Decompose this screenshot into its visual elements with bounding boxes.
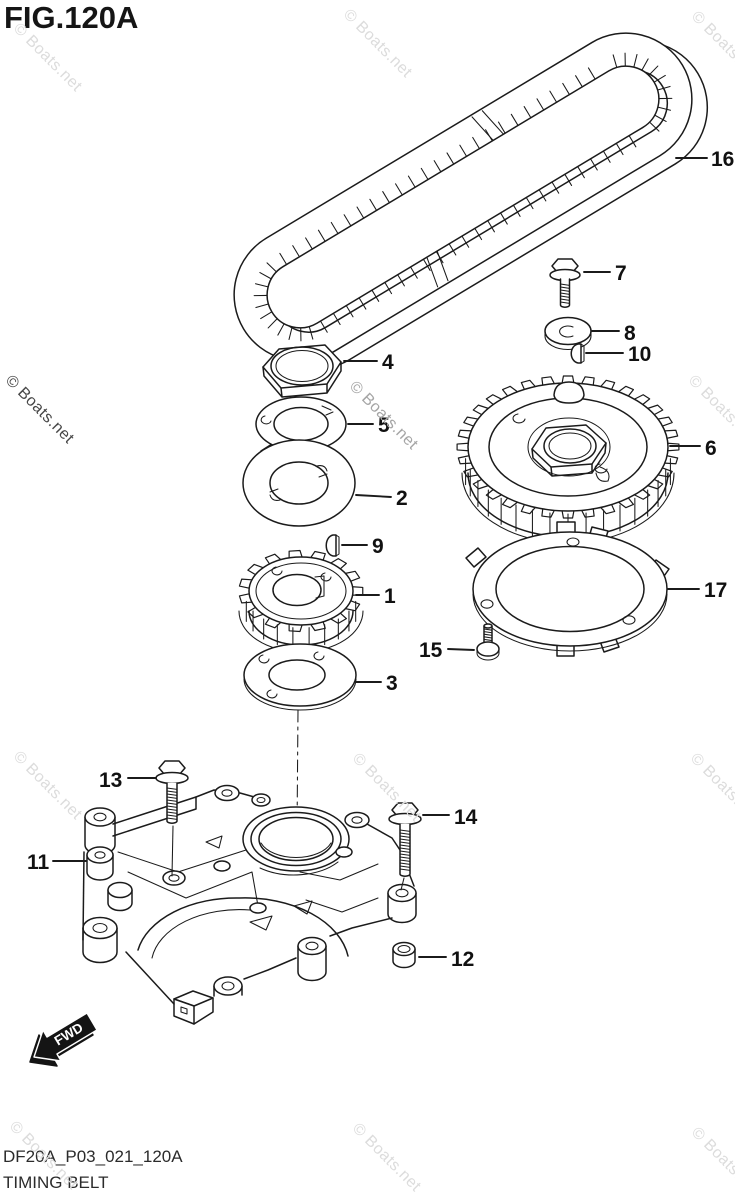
pulley-6-drawing — [456, 375, 680, 544]
pulley-side-lines — [465, 458, 671, 541]
part-label-15: 15 — [419, 639, 443, 662]
part-label-8: 8 — [624, 322, 636, 345]
plate-17-drawing — [465, 521, 670, 657]
part-label-14: 14 — [454, 806, 478, 829]
generated-detail — [399, 829, 411, 871]
key-9-drawing — [325, 534, 340, 557]
bolt-14-drawing — [388, 802, 422, 891]
screw-15-drawing — [476, 623, 500, 661]
generated-detail — [559, 283, 571, 304]
generated-detail — [465, 458, 671, 541]
part-label-17: 17 — [704, 579, 727, 602]
fwd-arrow: FWD — [29, 1012, 98, 1067]
key-10-drawing — [570, 343, 585, 364]
leader-line — [447, 648, 475, 651]
part-label-5: 5 — [378, 414, 390, 437]
bolt-threads — [399, 829, 411, 871]
footer: DF20A_P03_021_120A TIMING BELT — [3, 1144, 183, 1197]
part-label-4: 4 — [382, 351, 394, 374]
housing-11-drawing — [82, 784, 417, 1025]
part-label-10: 10 — [628, 343, 651, 366]
timing-belt-drawing — [233, 32, 709, 370]
part-label-7: 7 — [615, 262, 627, 285]
leader-line — [355, 494, 392, 498]
drawing-code: DF20A_P03_021_120A — [3, 1147, 183, 1166]
generated-detail — [166, 787, 178, 820]
bolt-threads — [166, 787, 178, 820]
sprocket-teeth — [238, 549, 364, 633]
generated-detail — [483, 628, 493, 644]
washer-2-drawing — [242, 439, 356, 527]
part-label-1: 1 — [384, 585, 396, 608]
cap-12-drawing — [392, 941, 416, 969]
generated-detail — [238, 549, 364, 633]
bolt-threads — [559, 283, 571, 304]
part-label-2: 2 — [396, 487, 408, 510]
part-label-6: 6 — [705, 437, 717, 460]
washer-3-drawing — [243, 643, 357, 711]
sprocket-side-lines — [245, 600, 357, 649]
generated-detail — [245, 600, 357, 649]
part-label-12: 12 — [451, 948, 474, 971]
part-label-13: 13 — [99, 769, 122, 792]
figure-caption: TIMING BELT — [3, 1173, 109, 1193]
washer-8-drawing — [544, 316, 592, 350]
part-label-9: 9 — [372, 535, 384, 558]
part-label-3: 3 — [386, 672, 398, 695]
figure-title: FIG.120A — [4, 0, 139, 35]
part-label-11: 11 — [27, 851, 50, 874]
bolt-13-drawing — [155, 760, 189, 877]
part-label-16: 16 — [711, 148, 734, 171]
sprocket-1-drawing — [238, 549, 364, 653]
nut-4-drawing — [262, 344, 342, 398]
screw-threads — [483, 628, 493, 644]
bolt-7-drawing — [549, 258, 581, 308]
